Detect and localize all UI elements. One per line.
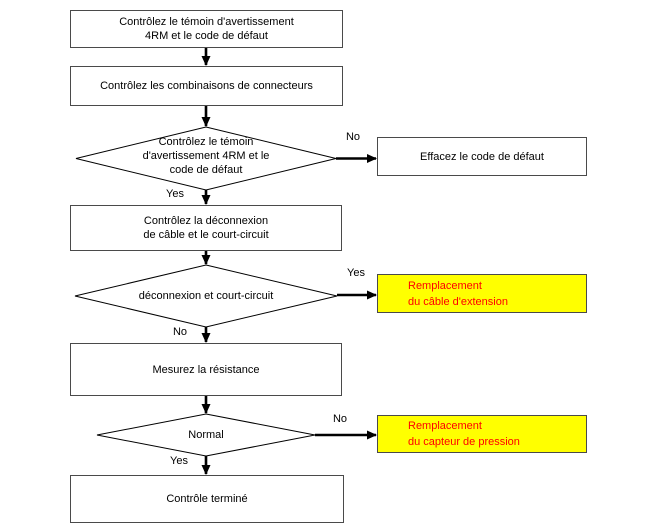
process-box-label: Contrôlez le témoin d'avertissement 4RM … [119, 16, 294, 42]
process-box-check-connectors: Contrôlez les combinaisons de connecteur… [70, 66, 343, 106]
edge-label-decision1-no: No [345, 131, 361, 143]
process-box-measure-resistance: Mesurez la résistance [70, 343, 342, 396]
process-box-label: Contrôle terminé [166, 493, 248, 505]
decision-diamond-warning-light [75, 126, 337, 191]
edge-label-decision3-yes: Yes [170, 455, 188, 467]
process-box-check-complete: Contrôle terminé [70, 475, 344, 523]
decision-label-warning-light: Contrôlez le témoin d'avertissement 4RM … [142, 136, 270, 176]
action-box-replace-pressure-sensor: Remplacement du capteur de pression [377, 415, 587, 453]
edge-label-decision3-no: No [332, 413, 348, 425]
process-box-label: Effacez le code de défaut [420, 150, 544, 163]
decision-label-disconnection: déconnexion et court-circuit [138, 290, 274, 302]
process-box-check-warning-light: Contrôlez le témoin d'avertissement 4RM … [70, 10, 343, 48]
process-box-label: Contrôlez la déconnexion de câble et le … [143, 215, 269, 241]
edge-label-decision2-yes: Yes [347, 267, 365, 279]
process-box-check-disconnection: Contrôlez la déconnexion de câble et le … [70, 205, 342, 251]
action-box-label: Remplacement du capteur de pression [408, 420, 520, 448]
edge-label-decision1-yes: Yes [166, 188, 184, 200]
decision-label-normal: Normal [188, 429, 224, 441]
action-box-replace-extension-cable: Remplacement du câble d'extension [377, 274, 587, 313]
process-box-label: Mesurez la résistance [152, 363, 260, 376]
decision-diamond-normal [96, 413, 316, 457]
process-box-erase-fault-code: Effacez le code de défaut [377, 137, 587, 176]
process-box-label: Contrôlez les combinaisons de connecteur… [100, 80, 313, 92]
decision-diamond-disconnection [74, 264, 338, 328]
edge-label-decision2-no: No [172, 326, 188, 338]
action-box-label: Remplacement du câble d'extension [408, 279, 508, 308]
